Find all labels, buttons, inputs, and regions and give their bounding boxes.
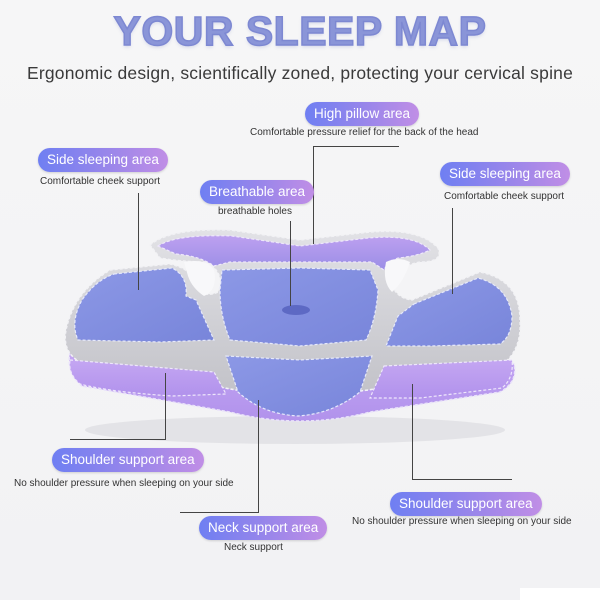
leader-breathable-v — [290, 221, 291, 306]
leader-shoulder-left-h — [70, 439, 166, 440]
pillow-shadow — [85, 416, 505, 444]
side-sleeping-zone-left — [74, 267, 215, 343]
page-subtitle: Ergonomic design, scientifically zoned, … — [26, 63, 574, 83]
neck-support-area-description: Neck support — [224, 542, 283, 553]
side-sleeping-area-left-label: Side sleeping area — [38, 148, 168, 172]
side-sleeping-area-left-description: Comfortable cheek support — [40, 176, 161, 187]
side-sleeping-area-right-description: Comfortable cheek support — [444, 191, 565, 202]
leader-shoulder-right-h — [412, 479, 512, 480]
leader-side-left-v — [138, 193, 139, 290]
high-pillow-area-label: High pillow area — [305, 102, 420, 126]
breathable-hole — [282, 305, 310, 315]
shoulder-support-area-right-description: No shoulder pressure when sleeping on yo… — [352, 516, 572, 527]
shoulder-support-area-left-description: No shoulder pressure when sleeping on yo… — [14, 478, 234, 489]
shoulder-zone-right — [369, 359, 513, 399]
corner-patch — [520, 588, 600, 600]
side-sleeping-zone-right — [385, 277, 513, 347]
leader-side-right-v — [452, 208, 453, 294]
leader-neck-h — [180, 512, 259, 513]
leader-shoulder-right-v — [412, 384, 413, 479]
shoulder-zone-left — [69, 359, 227, 397]
neck-support-area-label: Neck support area — [199, 516, 328, 540]
shoulder-support-area-right-label: Shoulder support area — [390, 492, 542, 516]
leader-shoulder-left-v — [165, 373, 166, 439]
page-title: YOUR SLEEP MAP — [113, 7, 487, 55]
shoulder-support-area-left-label: Shoulder support area — [52, 448, 204, 472]
leader-high-pillow-h2 — [313, 146, 399, 147]
breathable-area-label: Breathable area — [200, 180, 315, 204]
high-pillow-area-description: Comfortable pressure relief for the back… — [250, 127, 479, 138]
side-sleeping-area-right-label: Side sleeping area — [440, 162, 570, 186]
breathable-area-description: breathable holes — [218, 206, 292, 217]
high-pillow-zone — [156, 235, 432, 271]
ear-recess-right — [384, 259, 410, 292]
neck-support-zone — [225, 355, 373, 417]
ear-recess-left — [184, 261, 215, 296]
leader-neck-v — [258, 400, 259, 512]
